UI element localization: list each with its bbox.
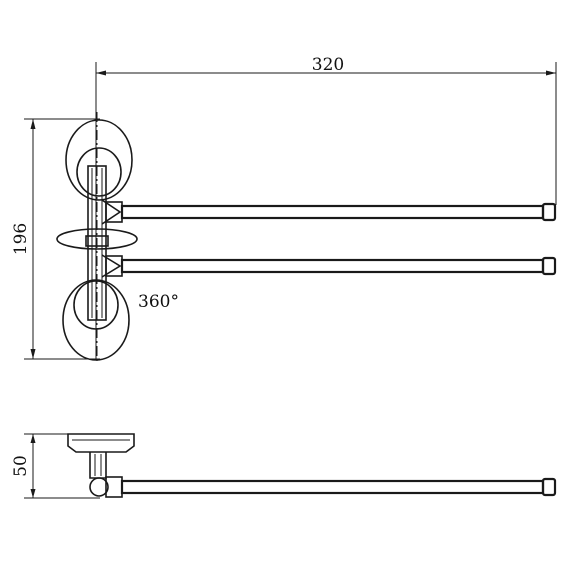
upper-towel-arm <box>120 204 545 220</box>
side-arm-end-cap <box>541 477 557 497</box>
height-side-dimension-label: 50 <box>11 455 31 477</box>
side-view: 50 <box>11 433 557 499</box>
bottom-wall-plate <box>62 279 130 361</box>
front-view: 360° <box>56 112 557 362</box>
side-pivot-knob <box>89 477 109 497</box>
rotation-ring <box>56 228 138 250</box>
side-stem <box>89 452 107 479</box>
vertical-post <box>87 165 107 321</box>
upper-arm-end-cap <box>541 202 557 222</box>
lower-towel-arm <box>120 258 545 274</box>
height-side-dimension: 50 <box>11 433 100 499</box>
height-front-dimension-label: 196 <box>11 223 31 255</box>
height-front-dimension: 196 <box>11 118 100 360</box>
width-dimension: 320 <box>95 55 557 360</box>
rotation-label: 360° <box>138 292 179 312</box>
width-dimension-label: 320 <box>312 55 344 75</box>
top-wall-plate <box>65 119 133 201</box>
side-towel-arm <box>120 479 545 495</box>
side-wall-plate <box>67 433 135 453</box>
lower-arm-end-cap <box>541 256 557 276</box>
